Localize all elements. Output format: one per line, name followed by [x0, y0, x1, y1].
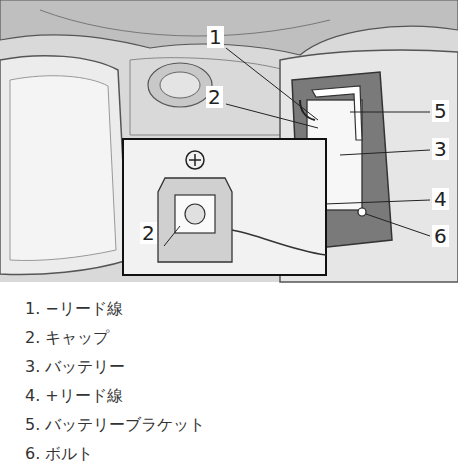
left-panel-inner — [10, 76, 116, 261]
negative-lead — [300, 100, 315, 120]
legend-text: 1. −リード線 — [25, 300, 123, 318]
legend-text: 6. ボルト — [25, 445, 93, 463]
legend-text: 3. バッテリー — [25, 358, 125, 376]
legend-text: 4. +リード線 — [25, 387, 123, 405]
illustration-ground — [0, 0, 458, 282]
callout-number: 4 — [432, 188, 449, 210]
left-panel — [0, 56, 128, 275]
fuel-cap — [148, 63, 212, 107]
callout-number: 6 — [432, 225, 449, 247]
cowl-line — [40, 10, 330, 36]
legend-text: 2. キャップ — [25, 329, 109, 347]
centre-tunnel — [130, 58, 290, 135]
inset-frame — [123, 139, 326, 275]
bolt — [358, 208, 366, 216]
callout-number: 2 — [140, 222, 157, 244]
plus-symbol — [186, 151, 204, 169]
legend-text: 5. バッテリーブラケット — [25, 416, 205, 434]
callout-number: 2 — [206, 86, 223, 108]
terminal — [185, 204, 205, 224]
inset-lead — [232, 230, 326, 255]
upper-cowl — [0, 0, 458, 55]
cap — [175, 195, 215, 233]
battery-bracket — [312, 86, 362, 140]
callout-number: 1 — [207, 26, 224, 48]
callout-number: 3 — [432, 138, 449, 160]
fuel-cap-inner — [160, 72, 200, 98]
terminal-cover — [158, 178, 232, 262]
callout-number: 5 — [432, 100, 449, 122]
leader-line — [164, 226, 180, 246]
